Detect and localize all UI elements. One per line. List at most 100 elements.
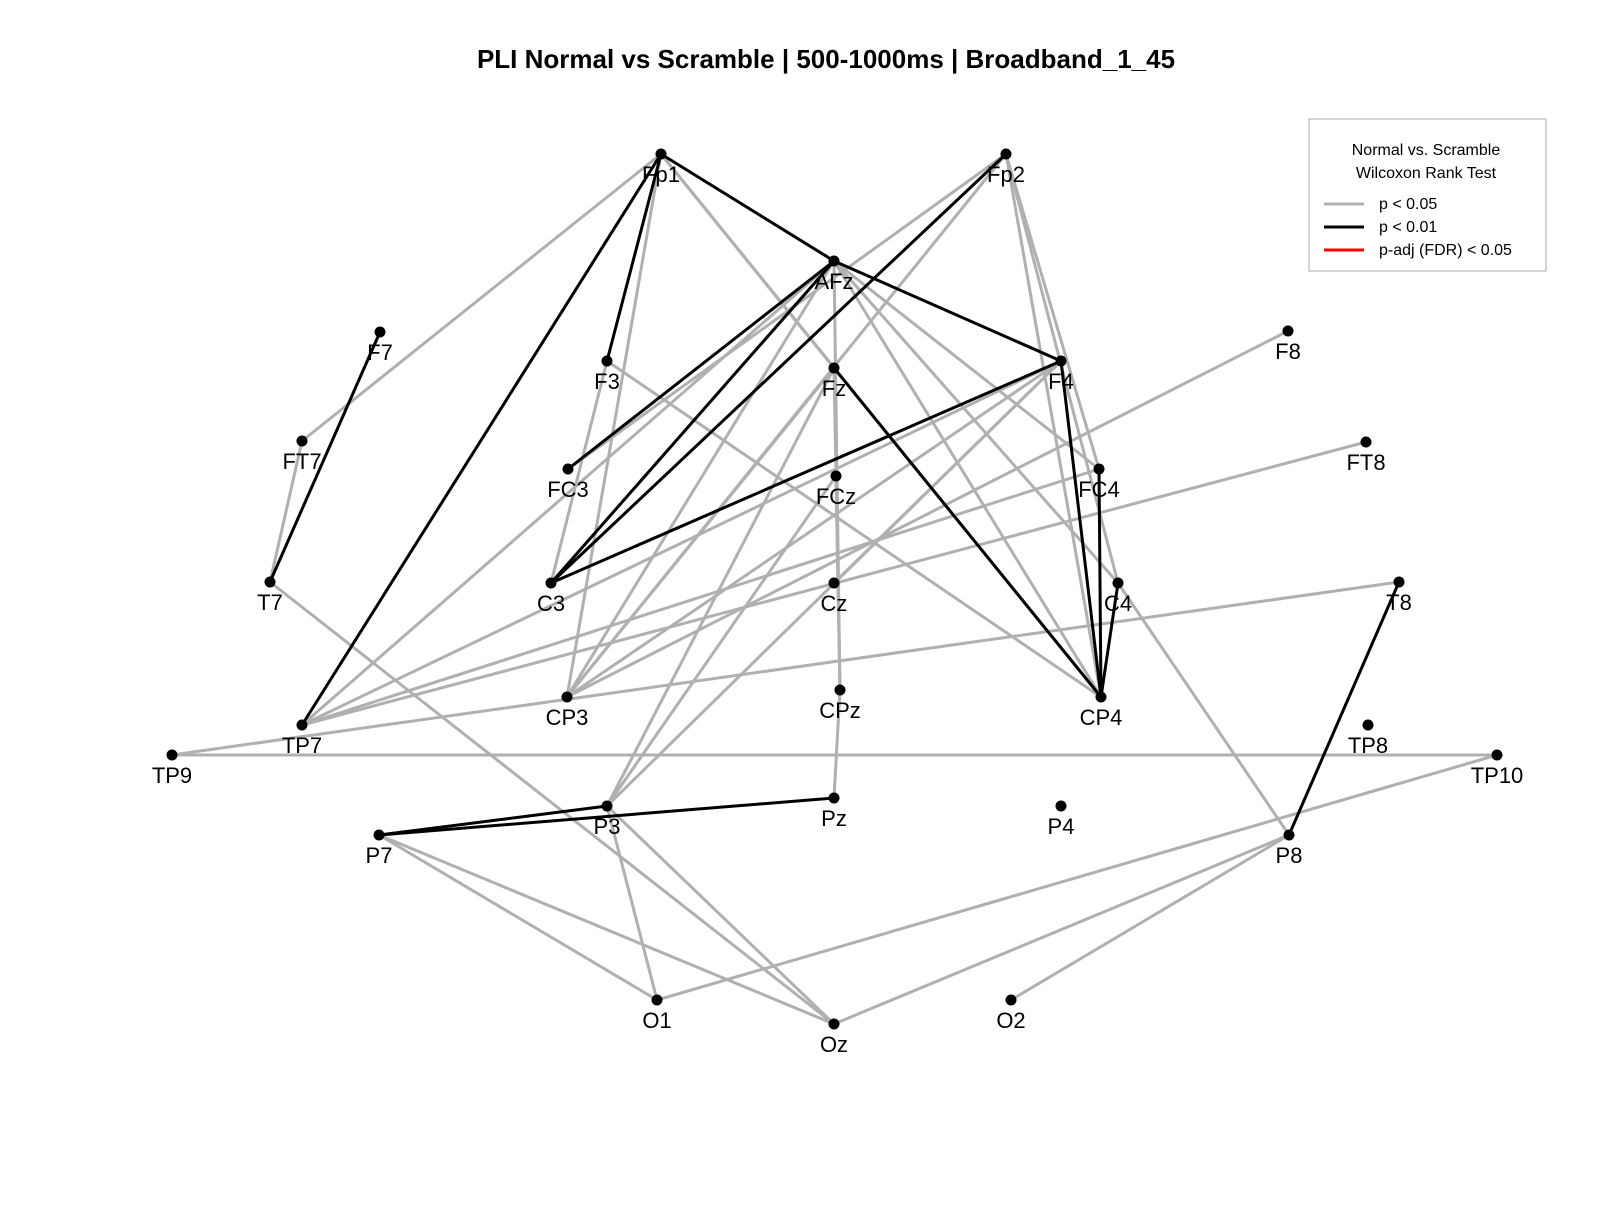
edge-AFz-CP3 (565, 260, 836, 698)
edge-CPz-Pz (832, 689, 842, 799)
node-TP7 (296, 719, 308, 731)
node-label-P7: P7 (366, 843, 393, 868)
node-Pz (828, 792, 840, 804)
edge-F4-CP3 (566, 359, 1062, 699)
node-label-FC3: FC3 (547, 477, 589, 502)
edge-F4-C3 (550, 359, 1062, 585)
edge-Fp1-AFz (660, 152, 835, 263)
node-P4 (1055, 800, 1067, 812)
node-label-FT8: FT8 (1346, 450, 1385, 475)
edge-AFz-C3 (549, 260, 836, 584)
node-label-Pz: Pz (821, 806, 847, 831)
edge-FC3-AFz (567, 259, 835, 471)
node-TP8 (1362, 719, 1374, 731)
edge-Fp2-FC4 (1004, 153, 1101, 470)
edge-FT7-T7 (268, 440, 304, 583)
node-label-C3: C3 (537, 591, 565, 616)
node-label-CPz: CPz (819, 698, 861, 723)
edge-P7-Pz (378, 796, 835, 837)
node-FT7 (296, 435, 308, 447)
edge-Fp2-CP4 (1004, 153, 1103, 698)
node-CPz (834, 684, 846, 696)
node-label-C4: C4 (1104, 591, 1132, 616)
node-label-TP7: TP7 (282, 733, 322, 758)
node-label-F4: F4 (1048, 369, 1074, 394)
edge-AFz-FC4 (833, 259, 1100, 471)
legend-label-p05: p < 0.05 (1379, 196, 1437, 213)
legend-box (1308, 118, 1547, 272)
node-label-Fz: Fz (822, 376, 846, 401)
node-label-TP8: TP8 (1348, 733, 1388, 758)
edge-AFz-F4 (833, 259, 1062, 363)
node-label-O1: O1 (642, 1008, 671, 1033)
node-P8 (1283, 829, 1295, 841)
edge-FC4-CP4 (1097, 468, 1103, 698)
node-label-TP9: TP9 (152, 763, 192, 788)
node-FC3 (562, 463, 574, 475)
node-label-CP3: CP3 (546, 705, 589, 730)
edge-F3-C3 (549, 360, 609, 584)
node-AFz (828, 255, 840, 267)
legend-label-fdr: p-adj (FDR) < 0.05 (1379, 242, 1512, 259)
node-C4 (1112, 577, 1124, 589)
edge-P8-O2 (1010, 833, 1290, 1002)
edge-P3-Oz (605, 804, 836, 1026)
legend-label-p01: p < 0.01 (1379, 219, 1437, 236)
node-TP10 (1491, 749, 1503, 761)
edge-F4-TP7 (301, 359, 1062, 727)
edge-P7-Oz (378, 833, 835, 1026)
edge-AFz-CP4 (832, 260, 1103, 698)
node-F7 (374, 326, 386, 338)
edge-TP10-O1 (656, 753, 1498, 1002)
node-label-AFz: AFz (814, 269, 853, 294)
edge-Fp2-C3 (549, 152, 1008, 585)
edge-Fz-CP4 (832, 367, 1103, 698)
edge-Fp1-F3 (605, 153, 663, 362)
node-P3 (601, 800, 613, 812)
node-label-O2: O2 (996, 1008, 1025, 1033)
node-T7 (264, 576, 276, 588)
node-FC4 (1093, 463, 1105, 475)
legend-title-line2: Wilcoxon Rank Test (1356, 165, 1497, 182)
node-TP9 (166, 749, 178, 761)
node-Cz (828, 577, 840, 589)
edge-Fp1-CP3 (565, 153, 663, 698)
node-P7 (373, 829, 385, 841)
node-label-FCz: FCz (816, 484, 856, 509)
edge-AFz-TP7 (301, 259, 835, 727)
chart-title: PLI Normal vs Scramble | 500-1000ms | Br… (477, 44, 1175, 74)
node-label-Oz: Oz (820, 1032, 848, 1057)
node-Fz (828, 362, 840, 374)
node-C3 (545, 577, 557, 589)
node-F3 (601, 355, 613, 367)
node-label-P4: P4 (1048, 814, 1075, 839)
node-CP3 (561, 691, 573, 703)
edge-C4-CP4 (1099, 582, 1120, 698)
legend: Normal vs. Scramble Wilcoxon Rank Test p… (1308, 118, 1547, 272)
node-CP4 (1095, 691, 1107, 703)
edge-T8-P8 (1287, 581, 1401, 836)
node-label-T7: T7 (257, 590, 283, 615)
edge-C4-P8 (1116, 582, 1291, 836)
node-T8 (1393, 576, 1405, 588)
edge-T8-TP9 (171, 580, 1400, 757)
node-label-P8: P8 (1276, 843, 1303, 868)
edge-layer (171, 152, 1498, 1026)
edge-Fp1-FT7 (301, 152, 662, 443)
edge-P7-O1 (378, 833, 658, 1002)
edge-F7-T7 (268, 331, 382, 583)
node-FCz (830, 470, 842, 482)
edge-F8-CP3 (566, 329, 1289, 699)
node-FT8 (1360, 436, 1372, 448)
node-label-F7: F7 (367, 340, 393, 365)
node-F8 (1282, 325, 1294, 337)
node-label-CP4: CP4 (1080, 705, 1123, 730)
edge-Fz-P3 (605, 367, 836, 807)
edge-FCz-P3 (605, 475, 838, 807)
edge-Fp1-TP7 (300, 153, 663, 726)
node-label-FT7: FT7 (282, 449, 321, 474)
edge-AFz-C4 (832, 260, 1120, 584)
